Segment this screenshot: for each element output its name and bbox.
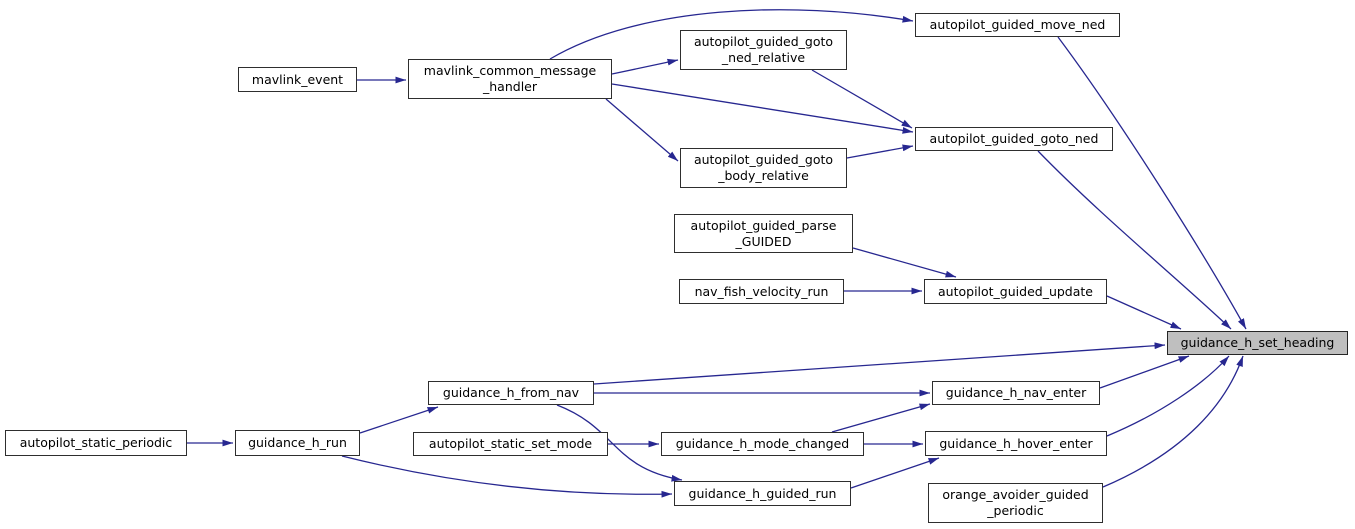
node-autopilot_guided_update[interactable]: autopilot_guided_update [924,279,1107,304]
edge-mavlink_common_message_handler-to-autopilot_guided_goto_ned [611,83,914,134]
edge-guidance_h_run-to-guidance_h_from_nav [359,406,439,434]
node-nav_fish_velocity_run[interactable]: nav_fish_velocity_run [679,279,844,304]
edge-guidance_h_run-to-guidance_h_guided_run [341,455,673,498]
node-guidance_h_hover_enter[interactable]: guidance_h_hover_enter [925,431,1107,456]
edge-guidance_h_hover_enter-to-guidance_h_set_heading [1106,355,1230,437]
node-guidance_h_from_nav[interactable]: guidance_h_from_nav [428,381,594,405]
edge-autopilot_guided_move_ned-to-guidance_h_set_heading [1057,36,1247,330]
node-autopilot_guided_move_ned[interactable]: autopilot_guided_move_ned [915,13,1120,37]
edge-guidance_h_from_nav-to-guidance_h_guided_run [556,404,683,482]
edge-autopilot_guided_parse_GUIDED-to-autopilot_guided_update [852,247,957,278]
node-guidance_h_set_heading: guidance_h_set_heading [1167,331,1348,355]
node-mavlink_common_message_handler[interactable]: mavlink_common_message _handler [408,59,612,99]
node-autopilot_guided_goto_ned[interactable]: autopilot_guided_goto_ned [915,127,1113,151]
edge-mavlink_common_message_handler-to-autopilot_guided_goto_body_relative [605,98,679,162]
node-autopilot_guided_goto_body_relative[interactable]: autopilot_guided_goto _body_relative [680,148,847,188]
edge-guidance_h_nav_enter-to-guidance_h_set_heading [1099,355,1190,389]
edge-autopilot_guided_update-to-guidance_h_set_heading [1106,295,1182,330]
node-autopilot_static_set_mode[interactable]: autopilot_static_set_mode [413,432,608,456]
edge-autopilot_guided_goto_ned-to-guidance_h_set_heading [1037,150,1232,330]
node-autopilot_guided_parse_GUIDED[interactable]: autopilot_guided_parse _GUIDED [674,214,853,253]
edge-guidance_h_mode_changed-to-guidance_h_nav_enter [831,403,931,433]
node-guidance_h_run[interactable]: guidance_h_run [235,430,360,456]
node-autopilot_guided_goto_ned_relative[interactable]: autopilot_guided_goto _ned_relative [680,30,847,70]
edge-guidance_h_guided_run-to-guidance_h_hover_enter [850,457,940,489]
node-guidance_h_mode_changed[interactable]: guidance_h_mode_changed [661,432,864,456]
edge-autopilot_guided_goto_body_relative-to-autopilot_guided_goto_ned [846,144,914,159]
edge-guidance_h_from_nav-to-guidance_h_set_heading [593,342,1166,385]
edge-orange_avoider_guided_periodic-to-guidance_h_set_heading [1102,355,1244,488]
edge-mavlink_common_message_handler-to-autopilot_guided_goto_ned_relative [611,58,679,75]
node-orange_avoider_guided_periodic[interactable]: orange_avoider_guided _periodic [928,483,1103,523]
node-guidance_h_nav_enter[interactable]: guidance_h_nav_enter [932,381,1100,405]
edge-autopilot_guided_goto_ned_relative-to-autopilot_guided_goto_ned [811,69,913,129]
node-autopilot_static_periodic[interactable]: autopilot_static_periodic [5,430,187,456]
node-mavlink_event[interactable]: mavlink_event [238,67,357,92]
node-guidance_h_guided_run[interactable]: guidance_h_guided_run [674,481,851,506]
edge-mavlink_common_message_handler-to-autopilot_guided_move_ned [549,9,914,60]
